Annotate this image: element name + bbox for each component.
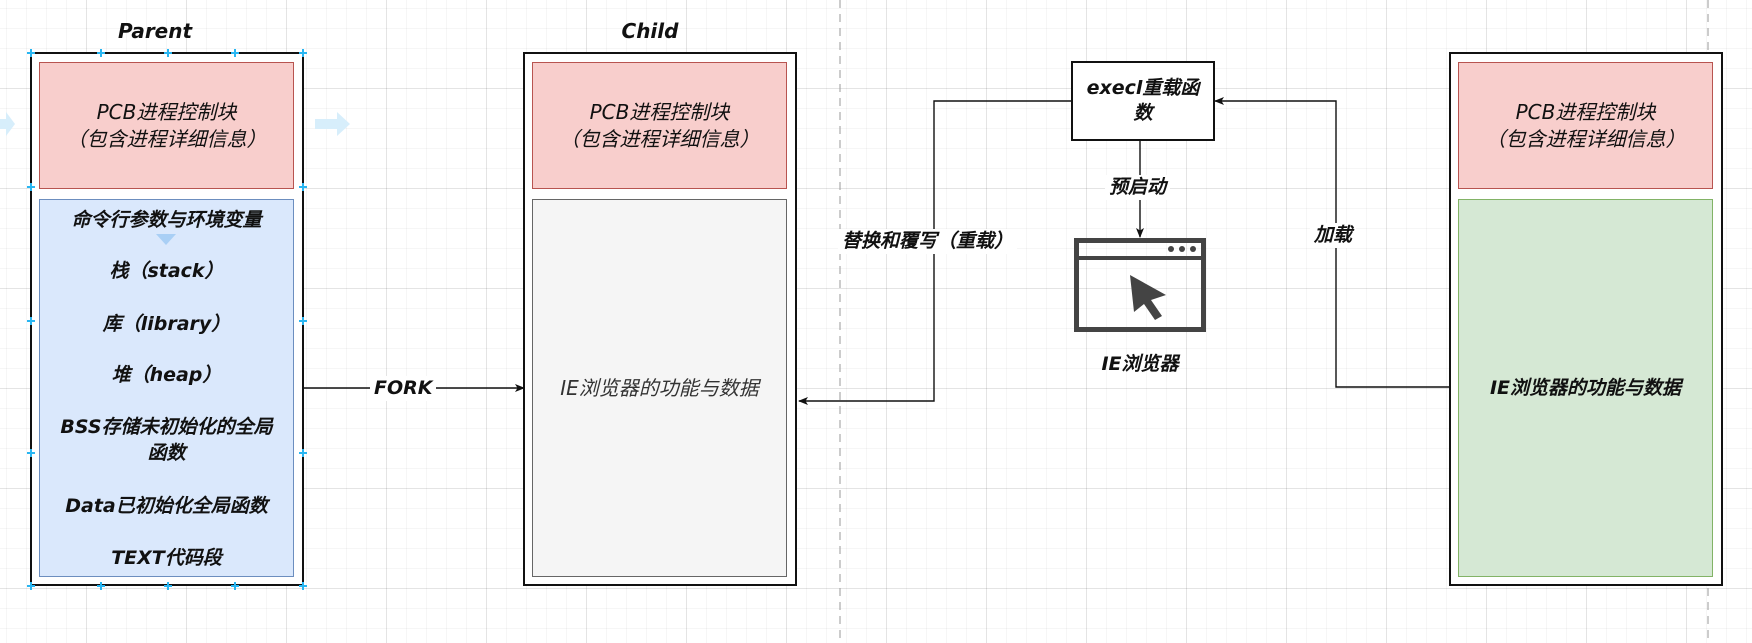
faint-arrow [0,112,15,136]
ie-body-text: IE浏览器的功能与数据 [1489,376,1682,399]
child-pcb-subtitle: （包含进程详细信息） [559,126,760,151]
faint-down-arrow [156,234,176,245]
memory-item-args-env: 命令行参数与环境变量 [71,209,262,231]
ie-body[interactable]: IE浏览器的功能与数据 [1458,199,1713,577]
ie-pcb[interactable]: PCB进程控制块 （包含进程详细信息） [1458,62,1713,189]
selection-handle[interactable] [164,49,172,57]
preload-label: 预启动 [1105,175,1171,200]
selection-handle[interactable] [164,582,172,590]
selection-handle[interactable] [27,183,35,191]
faint-arrow [315,112,350,136]
parent-pcb-subtitle: （包含进程详细信息） [66,126,267,151]
parent-memory-layout[interactable]: 命令行参数与环境变量 栈（stack） 库（library） 堆（heap） B… [39,199,294,577]
child-pcb-title: PCB进程控制块 [589,99,730,124]
load-label: 加载 [1310,223,1357,248]
selection-handle[interactable] [97,49,105,57]
memory-item-heap: 堆（heap） [111,364,222,386]
memory-item-data: Data已初始化全局函数 [65,495,268,517]
ie-pcb-subtitle: （包含进程详细信息） [1485,126,1686,151]
selection-handle[interactable] [299,317,307,325]
memory-item-bss: BSS存储未初始化的全局 [60,416,273,438]
child-pcb[interactable]: PCB进程控制块 （包含进程详细信息） [532,62,787,189]
selection-handle[interactable] [27,317,35,325]
selection-handle[interactable] [299,183,307,191]
selection-handle[interactable] [299,449,307,457]
memory-item-library: 库（library） [102,313,231,335]
child-body[interactable]: IE浏览器的功能与数据 [532,199,787,577]
ie-pcb-title: PCB进程控制块 [1515,99,1656,124]
parent-pcb[interactable]: PCB进程控制块 （包含进程详细信息） [39,62,294,189]
execl-function[interactable]: execl重载函 数 [1071,61,1215,141]
child-title: Child [621,19,679,43]
selection-handle[interactable] [231,49,239,57]
fork-label: FORK [370,376,437,401]
parent-pcb-title: PCB进程控制块 [96,99,237,124]
selection-handle[interactable] [27,582,35,590]
browser-label: IE浏览器 [1101,353,1179,375]
selection-handle[interactable] [231,582,239,590]
selection-handle[interactable] [27,449,35,457]
selection-handle[interactable] [27,49,35,57]
selection-handle[interactable] [299,582,307,590]
memory-item-text: TEXT代码段 [111,547,222,569]
memory-item-stack: 栈（stack） [109,260,224,282]
parent-title: Parent [117,19,193,43]
selection-handle[interactable] [97,582,105,590]
browser-window-cursor-icon [1074,238,1206,332]
memory-item-bss-continued: 函数 [147,442,186,464]
replace-label: 替换和覆写（重载） [838,229,1018,254]
execl-label: execl重载函 [1086,77,1200,99]
child-body-text: IE浏览器的功能与数据 [560,375,759,400]
execl-label-continued: 数 [1133,102,1153,124]
selection-handle[interactable] [299,49,307,57]
